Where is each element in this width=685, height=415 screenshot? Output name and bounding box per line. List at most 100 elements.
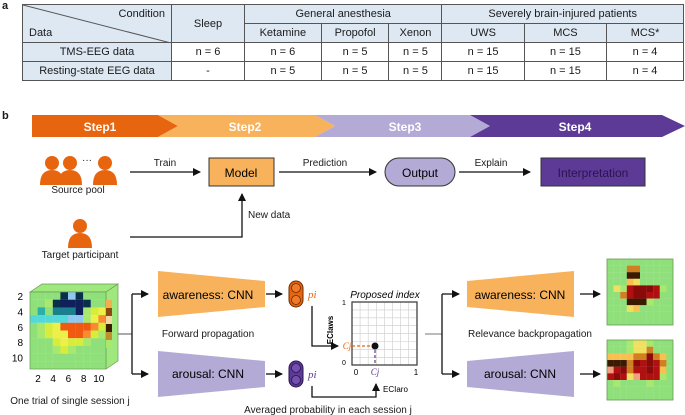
relevance-cell bbox=[653, 360, 660, 367]
step4-chevron bbox=[470, 115, 685, 137]
relevance-cell bbox=[666, 346, 674, 354]
table-cell: - bbox=[171, 61, 245, 81]
heatmap-cell bbox=[60, 330, 69, 339]
table-cell: n = 15 bbox=[441, 61, 525, 81]
relevance-cell bbox=[633, 298, 641, 306]
relevance-cell bbox=[640, 318, 647, 326]
relevance-cell bbox=[666, 340, 674, 347]
relevance-cell bbox=[653, 259, 660, 266]
relevance-cell bbox=[659, 285, 667, 293]
relevance-cell bbox=[620, 373, 627, 381]
relevance-cell bbox=[640, 259, 647, 266]
relevance-cell bbox=[613, 305, 621, 312]
relevance-cell bbox=[613, 353, 621, 361]
heatmap-cell bbox=[45, 299, 53, 308]
relevance-cell bbox=[653, 298, 660, 306]
cj-x-label: Cj bbox=[371, 367, 380, 377]
heatmap-cell bbox=[30, 361, 38, 370]
x-axis-tick: 6 bbox=[66, 374, 72, 385]
relevance-cell bbox=[646, 386, 654, 394]
heatmap-cell bbox=[60, 361, 69, 370]
relevance-cell bbox=[620, 305, 627, 312]
y-axis-tick: 4 bbox=[17, 307, 23, 318]
heatmap-cell bbox=[60, 307, 69, 316]
y-axis-tick: 10 bbox=[12, 354, 24, 365]
dataset-table: Condition Data Sleep General anesthesia … bbox=[22, 4, 684, 81]
heatmap-cell bbox=[83, 322, 91, 331]
heatmap-cell bbox=[52, 330, 61, 339]
cj-point bbox=[371, 342, 379, 350]
relevance-cell bbox=[659, 259, 667, 266]
relevance-cell bbox=[659, 346, 667, 354]
relevance-cell bbox=[626, 353, 634, 361]
awareness-cnn-label: awareness: CNN bbox=[163, 288, 254, 302]
averaged-probability-label: Averaged probability in each session j bbox=[244, 405, 412, 415]
awareness-relevance-map bbox=[607, 259, 674, 326]
relevance-cell bbox=[613, 386, 621, 394]
interpretation-box bbox=[540, 157, 646, 187]
heatmap-cell bbox=[75, 353, 84, 362]
heatmap-cell bbox=[90, 307, 99, 316]
panel-b-label: b bbox=[2, 110, 9, 122]
relevance-cell bbox=[659, 311, 667, 319]
arousal-relevance-map bbox=[607, 340, 674, 401]
relevance-cell bbox=[613, 265, 621, 273]
relevance-cell bbox=[659, 318, 667, 326]
heatmap-cell bbox=[75, 322, 84, 331]
relevance-cell bbox=[653, 340, 660, 347]
awareness-output-node bbox=[288, 280, 304, 308]
y-axis-tick: 6 bbox=[17, 323, 23, 334]
relevance-cell bbox=[653, 318, 660, 326]
relevance-cell bbox=[633, 292, 641, 299]
heatmap-cell bbox=[83, 307, 91, 316]
heatmap-cell bbox=[37, 292, 46, 300]
relevance-cell bbox=[653, 373, 660, 381]
relevance-cell bbox=[613, 393, 621, 401]
relevance-cell bbox=[646, 353, 654, 361]
heatmap-cell bbox=[45, 292, 53, 300]
relevance-cell bbox=[626, 298, 634, 306]
arousal-cnn-backward bbox=[467, 351, 574, 397]
relevance-cell bbox=[626, 380, 634, 387]
relevance-cell bbox=[640, 340, 647, 347]
relevance-cell bbox=[646, 278, 654, 286]
table-cell: n = 5 bbox=[388, 61, 443, 81]
subheader-mcs-star: MCS* bbox=[606, 23, 684, 43]
relevance-cell bbox=[620, 272, 627, 279]
heatmap-cell bbox=[90, 322, 99, 331]
heatmap-cell bbox=[37, 315, 46, 323]
cube-side-cell bbox=[106, 340, 112, 348]
model-box bbox=[208, 157, 275, 187]
new-data-label: New data bbox=[248, 210, 291, 221]
relevance-cell bbox=[633, 265, 641, 273]
source-pool-icon bbox=[40, 156, 117, 185]
step2-label: Step2 bbox=[229, 120, 262, 134]
heatmap-cell bbox=[30, 322, 38, 331]
proposed-index-title: Proposed index bbox=[350, 290, 420, 301]
relevance-cell bbox=[620, 278, 627, 286]
output-label: Output bbox=[402, 166, 439, 180]
relevance-cell bbox=[659, 380, 667, 387]
relevance-cell bbox=[653, 386, 660, 394]
relevance-cell bbox=[607, 278, 614, 286]
heatmap-cell bbox=[45, 315, 53, 323]
brain-injured-header: Severely brain-injured patients bbox=[441, 4, 684, 24]
data-label: Data bbox=[29, 27, 53, 39]
relevance-cell bbox=[633, 386, 641, 394]
relevance-cell bbox=[607, 360, 614, 367]
heatmap-cell bbox=[83, 353, 91, 362]
eci-aws-axis-label: ECIaws bbox=[326, 315, 335, 344]
table-cell: n = 5 bbox=[244, 61, 322, 81]
heatmap-cell bbox=[45, 330, 53, 339]
relevance-cell bbox=[626, 346, 634, 354]
proposed-index-frame bbox=[351, 301, 418, 366]
cube-side-cell bbox=[106, 308, 112, 316]
relevance-cell bbox=[666, 285, 674, 293]
relevance-cell bbox=[620, 380, 627, 387]
heatmap-cell bbox=[98, 299, 107, 308]
relevance-cell bbox=[659, 366, 667, 374]
heatmap-cell bbox=[52, 322, 61, 331]
relevance-cell bbox=[620, 393, 627, 401]
relevance-cell bbox=[607, 386, 614, 394]
relevance-cell bbox=[666, 292, 674, 299]
